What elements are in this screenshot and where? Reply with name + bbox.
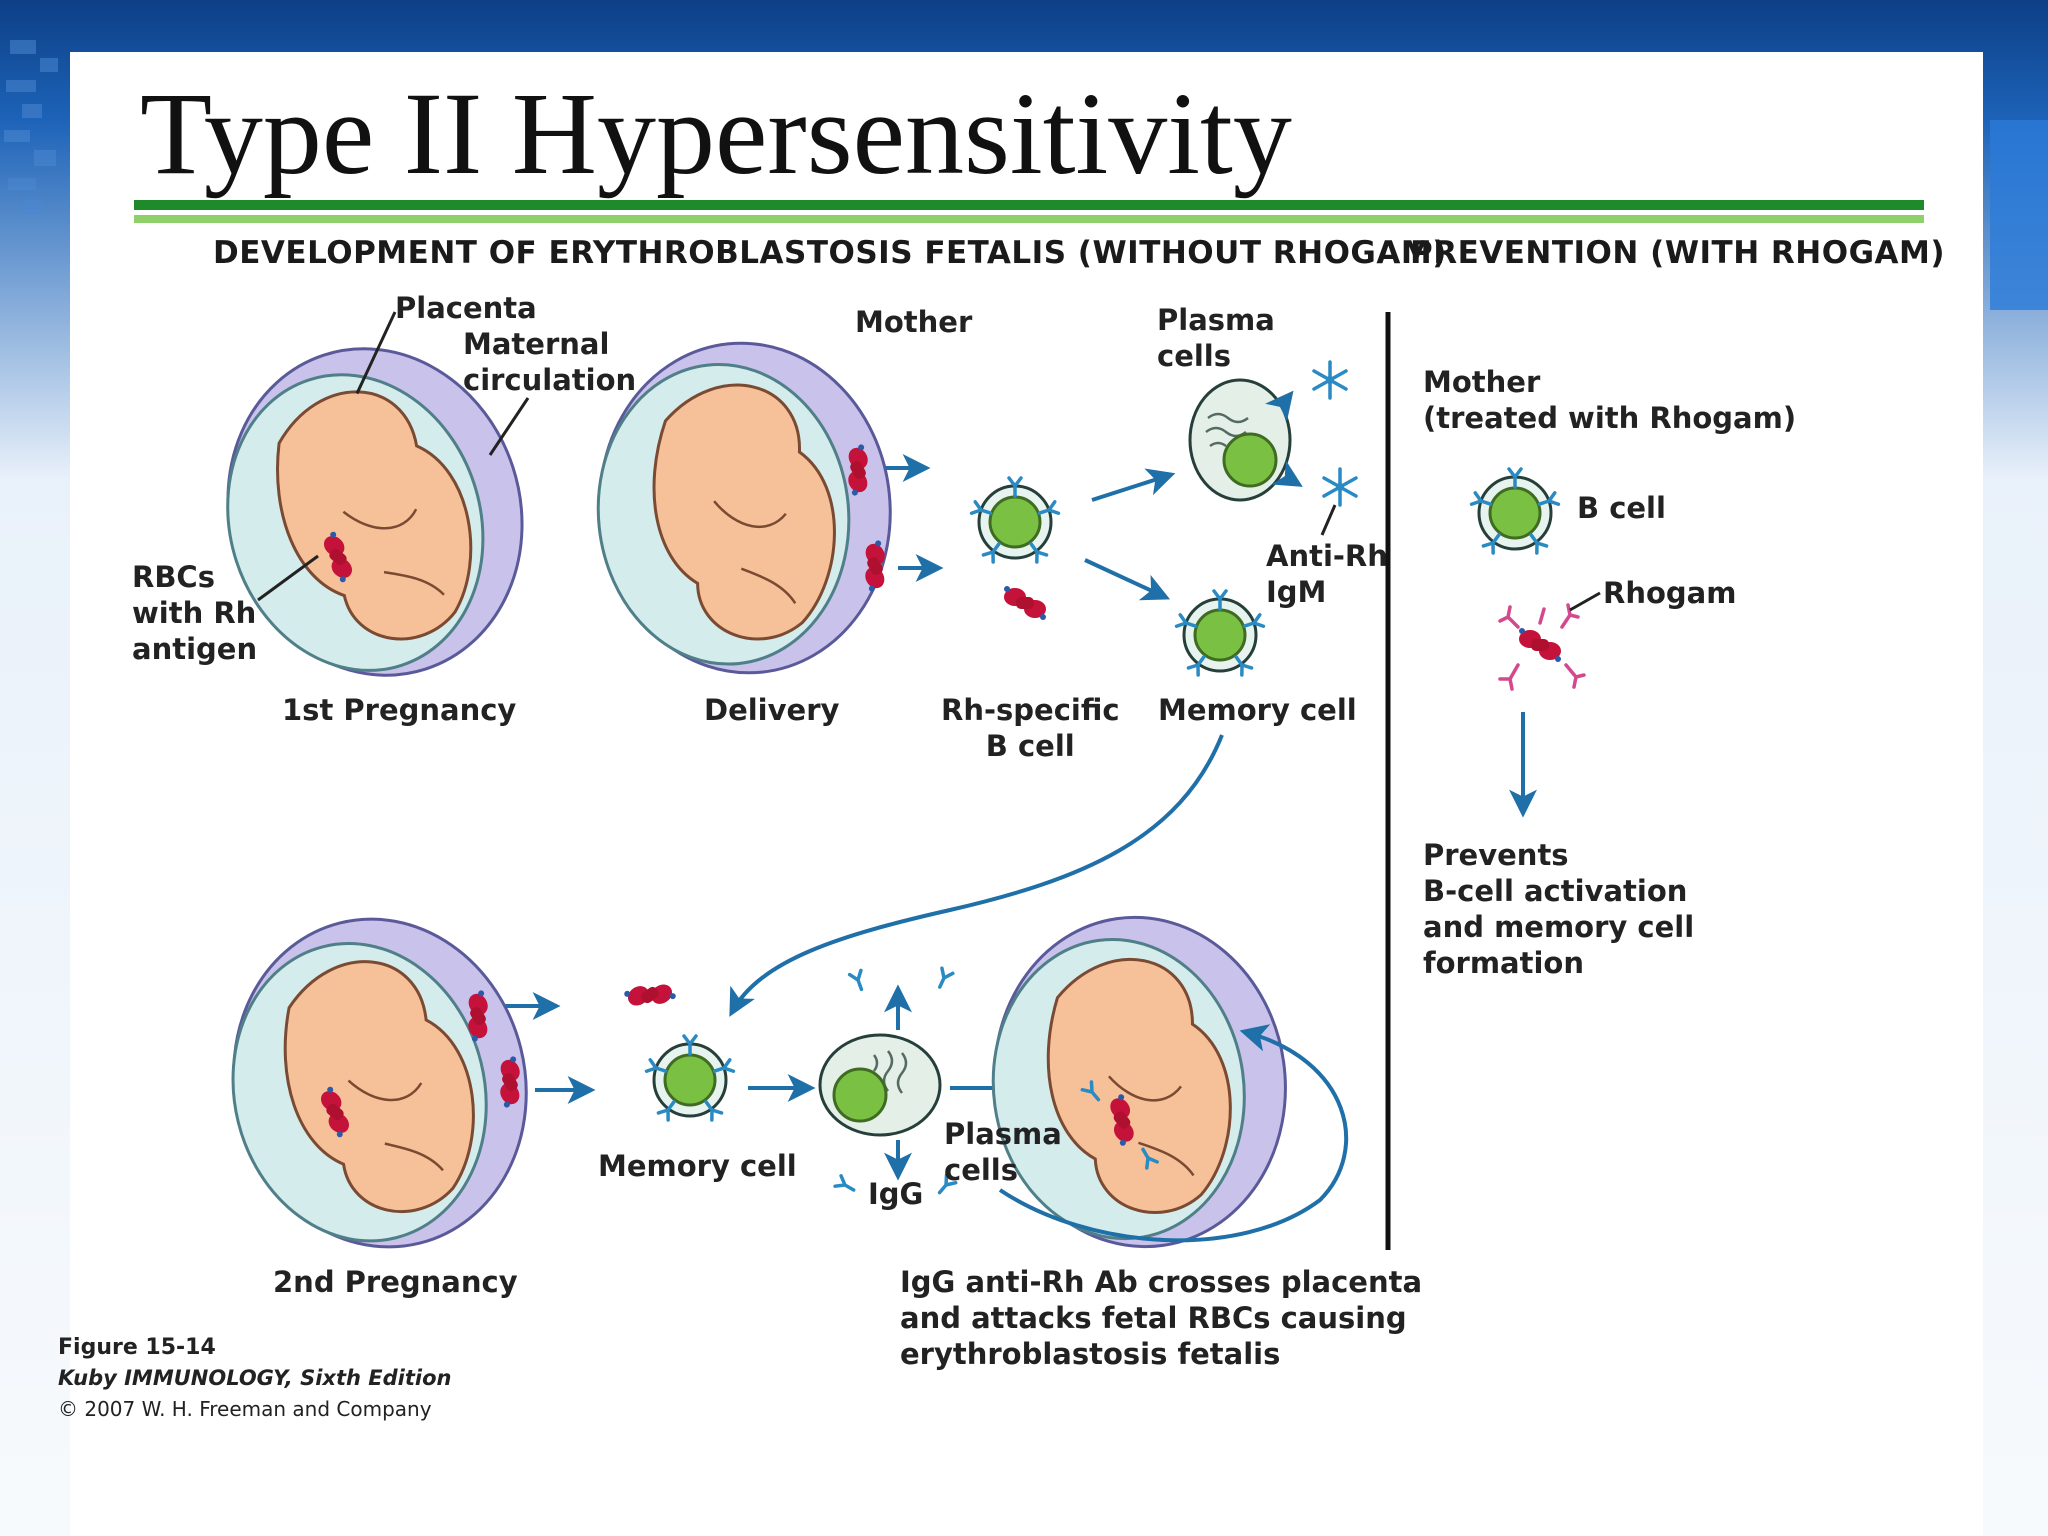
right-panel-header: PREVENTION (WITH RHOGAM) bbox=[1410, 235, 1946, 271]
plasma-cells-bottom-label: Plasma cells bbox=[944, 1117, 1062, 1187]
mother-treated-label: Mother (treated with Rhogam) bbox=[1423, 365, 1797, 435]
rh-specific-b-cell bbox=[972, 478, 1059, 562]
title-rule-light bbox=[134, 215, 1924, 223]
title-rule-dark bbox=[134, 200, 1924, 210]
plasma-cell-top bbox=[1188, 378, 1292, 502]
plasma-cells-top-label: Plasma cells bbox=[1157, 303, 1275, 373]
memory-cell-bottom-label: Memory cell bbox=[598, 1149, 797, 1183]
book-title: Kuby IMMUNOLOGY, Sixth Edition bbox=[58, 1366, 452, 1390]
affected-fetus-illustration bbox=[969, 896, 1309, 1268]
b-cell-label: B cell bbox=[1577, 491, 1666, 525]
igg-label: IgG bbox=[868, 1177, 924, 1211]
slide-title: Type II Hypersensitivity bbox=[140, 68, 1292, 199]
maternal-circulation-label: Maternal circulation bbox=[463, 327, 637, 397]
loose-rbc-2 bbox=[623, 969, 677, 1021]
igm-antibody-2 bbox=[1322, 467, 1358, 507]
figure-number: Figure 15-14 bbox=[58, 1335, 216, 1360]
memory-cell-top-label: Memory cell bbox=[1158, 693, 1357, 727]
memory-cell-top bbox=[1177, 591, 1264, 675]
anti-rh-igm-label: Anti-Rh IgM bbox=[1266, 539, 1388, 609]
igg-crossing-arrow bbox=[998, 1024, 1349, 1243]
memory-to-second-arrow bbox=[729, 734, 1224, 1017]
rh-specific-b-cell-label: Rh-specific B cell bbox=[941, 693, 1120, 763]
rhogam-b-cell bbox=[1472, 469, 1559, 553]
rbcs-rh-antigen-label: RBCs with Rh antigen bbox=[132, 560, 258, 666]
mother-label: Mother bbox=[855, 305, 973, 339]
memory-cell-bottom bbox=[647, 1036, 734, 1120]
second-pregnancy-label: 2nd Pregnancy bbox=[273, 1265, 518, 1299]
prevents-label: Prevents B-cell activation and memory ce… bbox=[1423, 838, 1695, 980]
rhogam-label: Rhogam bbox=[1603, 576, 1737, 610]
plasma-cell-bottom bbox=[818, 1033, 942, 1137]
free-rbc bbox=[1004, 586, 1046, 620]
first-pregnancy-label: 1st Pregnancy bbox=[282, 693, 517, 727]
slide: Type II Hypersensitivity bbox=[70, 52, 1983, 1536]
igg-caption: IgG anti-Rh Ab crosses placenta and atta… bbox=[900, 1265, 1423, 1371]
rhogam-coated-rbc bbox=[1498, 603, 1586, 691]
left-panel-header: DEVELOPMENT OF ERYTHROBLASTOSIS FETALIS … bbox=[213, 235, 1447, 271]
figure-credit: Figure 15-14 Kuby IMMUNOLOGY, Sixth Edit… bbox=[58, 1332, 451, 1425]
delivery-label: Delivery bbox=[704, 693, 840, 727]
igm-antibody-1 bbox=[1312, 360, 1348, 400]
copyright: © 2007 W. H. Freeman and Company bbox=[58, 1397, 432, 1421]
placenta-label: Placenta bbox=[395, 291, 537, 325]
